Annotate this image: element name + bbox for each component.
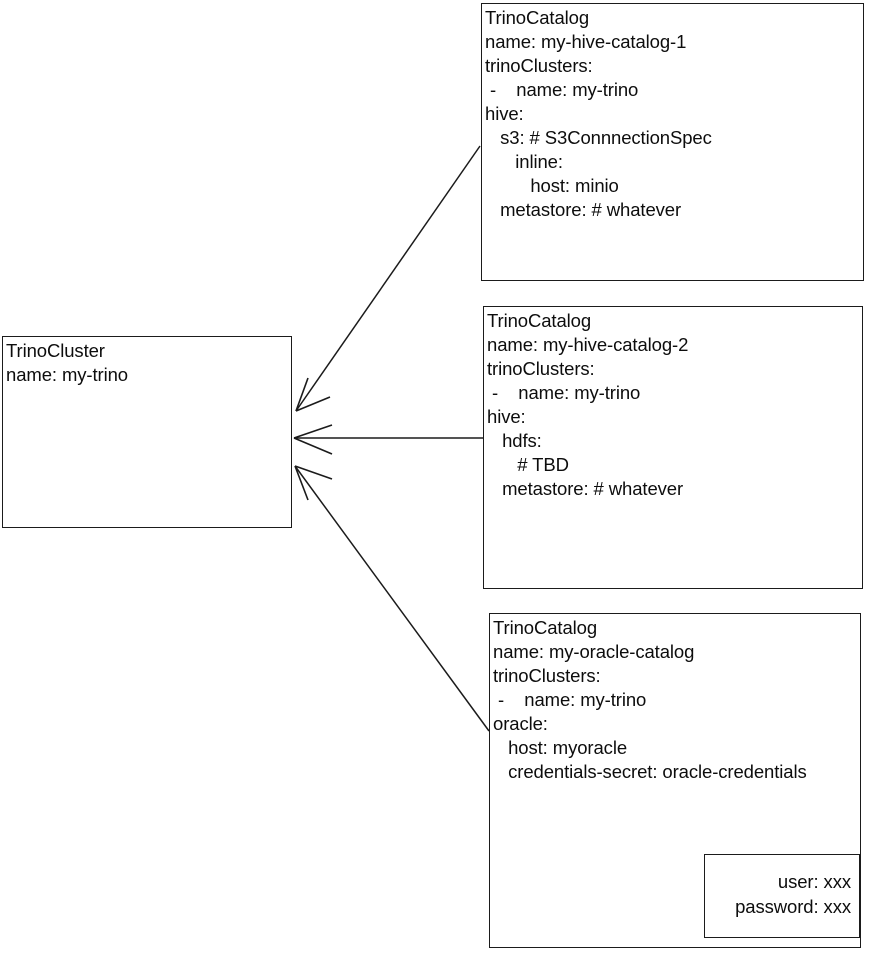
edge-hive-catalog-1-to-cluster [295,145,481,412]
node-trino-catalog-oracle-text: TrinoCatalog name: my-oracle-catalog tri… [493,617,807,782]
node-trino-catalog-hive-1[interactable]: TrinoCatalog name: my-hive-catalog-1 tri… [481,3,864,281]
node-trino-catalog-hive-2[interactable]: TrinoCatalog name: my-hive-catalog-2 tri… [483,306,863,589]
node-trino-catalog-hive-2-text: TrinoCatalog name: my-hive-catalog-2 tri… [487,310,689,499]
edge-hive-catalog-2-to-cluster [293,424,484,455]
node-trino-cluster[interactable]: TrinoCluster name: my-trino [2,336,292,528]
edge-oracle-catalog-to-cluster [294,465,490,732]
node-trino-cluster-text: TrinoCluster name: my-trino [6,340,128,385]
node-oracle-credentials-secret-text: user: xxx password: xxx [735,871,851,917]
node-oracle-credentials-secret[interactable]: user: xxx password: xxx [704,854,860,938]
node-trino-catalog-oracle[interactable]: TrinoCatalog name: my-oracle-catalog tri… [489,613,861,948]
node-trino-catalog-hive-1-text: TrinoCatalog name: my-hive-catalog-1 tri… [485,7,712,220]
